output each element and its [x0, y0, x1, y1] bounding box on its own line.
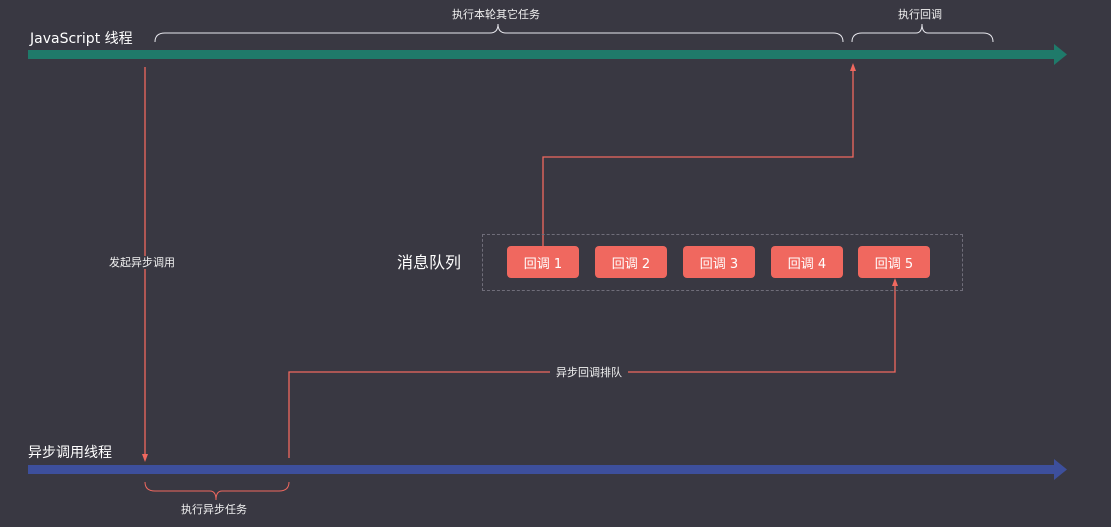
- async-thread-bar: [28, 465, 1054, 474]
- brace-exec-callback: [851, 23, 994, 43]
- message-queue-box: [482, 234, 963, 291]
- brace-other-tasks: [154, 23, 844, 43]
- js-thread-label: JavaScript 线程: [30, 31, 133, 47]
- brace-exec-async: [144, 481, 290, 501]
- message-queue-title: 消息队列: [397, 253, 462, 272]
- async-thread-label: 异步调用线程: [28, 445, 112, 461]
- callback-4: 回调 4: [771, 246, 843, 278]
- callback-3: 回调 3: [683, 246, 755, 278]
- js-thread-bar: [28, 50, 1054, 59]
- enqueue-callback-label: 异步回调排队: [550, 366, 628, 379]
- initiate-async-label: 发起异步调用: [103, 256, 181, 269]
- callback-5: 回调 5: [858, 246, 930, 278]
- js-thread-arrowhead: [1054, 44, 1067, 65]
- async-thread-arrowhead: [1054, 459, 1067, 480]
- callback-2: 回调 2: [595, 246, 667, 278]
- callback-1: 回调 1: [507, 246, 579, 278]
- dequeue-callback-arrow: [542, 63, 856, 246]
- exec-async-label: 执行异步任务: [181, 503, 247, 516]
- other-tasks-label: 执行本轮其它任务: [452, 8, 540, 21]
- exec-callback-label: 执行回调: [898, 8, 942, 21]
